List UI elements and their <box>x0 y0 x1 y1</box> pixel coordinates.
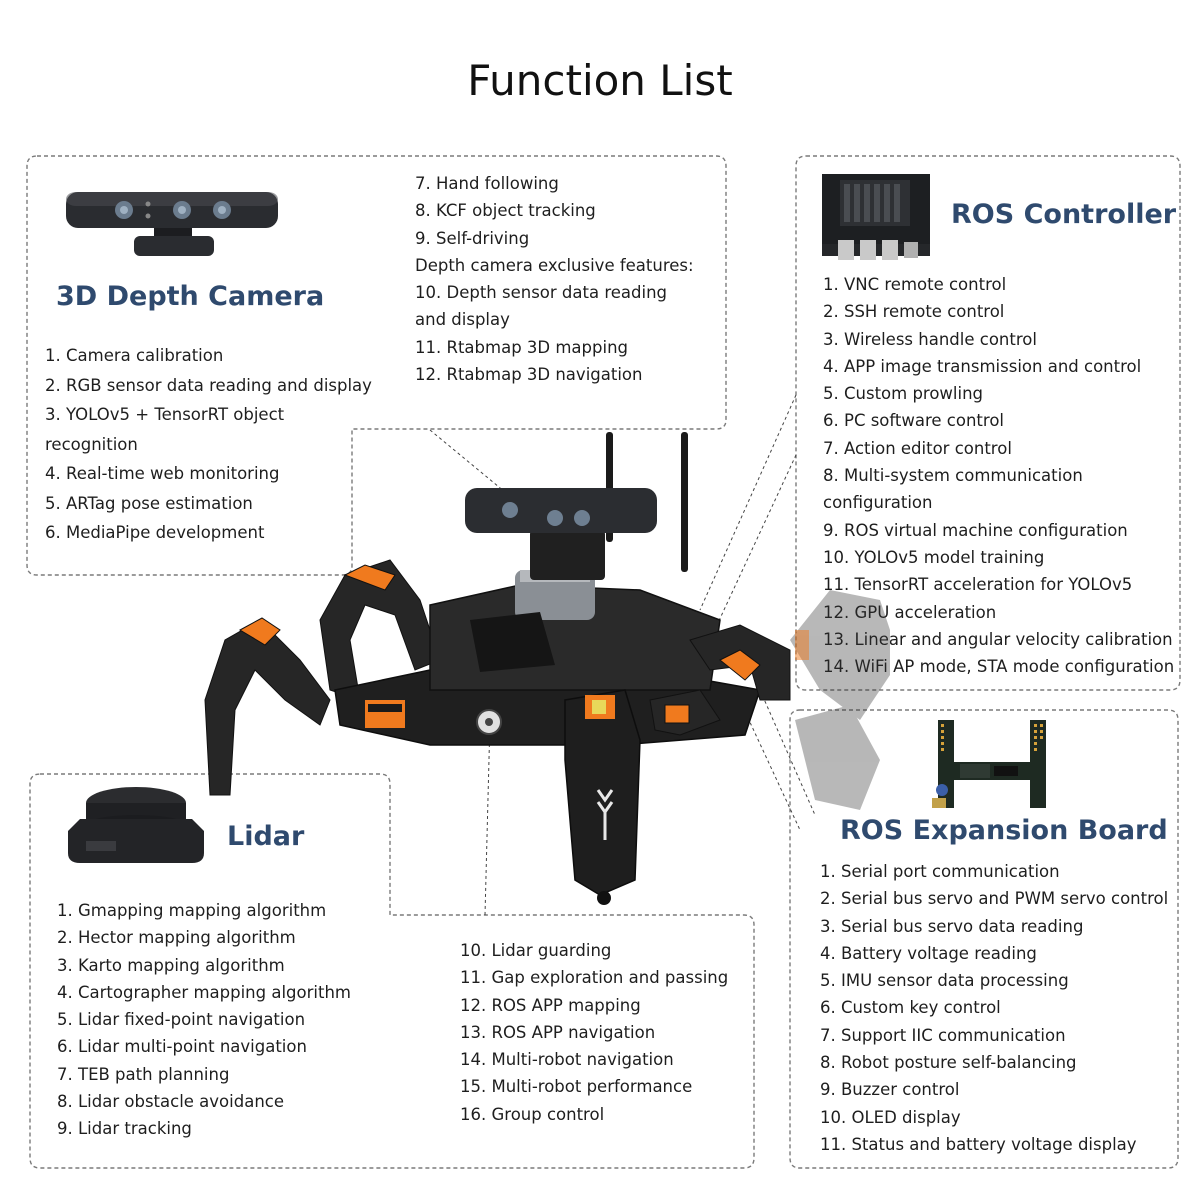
list-item: 6. MediaPipe development <box>45 523 265 542</box>
depth-camera-list-a: 1. Camera calibration 2. RGB sensor data… <box>45 341 372 548</box>
page-title: Function List <box>467 56 733 105</box>
depth-camera-panel-border <box>26 155 727 576</box>
list-item: 4. Real-time web monitoring <box>45 464 280 483</box>
list-item: 16. Group control <box>460 1104 605 1124</box>
list-item: 1. Serial port communication <box>820 862 1060 881</box>
camera-leader-line <box>429 429 506 493</box>
list-item: 10. Lidar guarding <box>460 941 612 960</box>
list-item: 2. RGB sensor data reading and display <box>45 375 372 395</box>
servo-turret <box>515 570 595 620</box>
list-item: 13. ROS APP navigation <box>460 1022 656 1042</box>
list-item: 12. GPU acceleration <box>823 602 997 622</box>
list-item: 1. Gmapping mapping algorithm <box>57 901 327 920</box>
list-item: 11. TensorRT acceleration for YOLOv5 <box>823 575 1133 595</box>
mounted-depth-camera <box>465 488 657 533</box>
list-item: 13. Linear and angular velocity calibrat… <box>823 629 1173 649</box>
list-item: 15. Multi-robot performance <box>460 1077 693 1097</box>
list-item: 4. APP image transmission and control <box>823 356 1142 376</box>
expansion-board-panel-border <box>789 709 1179 1169</box>
list-item: 3. Karto mapping algorithm <box>57 955 285 975</box>
list-item: 7. Action editor control <box>823 438 1012 458</box>
list-item: 2. Hector mapping algorithm <box>57 928 296 948</box>
lidar-panel-border <box>29 773 755 1169</box>
expansion-board-heading: ROS Expansion Board <box>840 815 1168 846</box>
list-item: 5. IMU sensor data processing <box>820 971 1069 991</box>
ros-controller-list: 1. VNC remote control 2. SSH remote cont… <box>823 271 1174 680</box>
list-item: 7. Hand following <box>415 174 559 193</box>
list-item: 3. Wireless handle control <box>823 329 1037 349</box>
list-item: 5. Custom prowling <box>823 384 984 404</box>
lidar-list-a: 1. Gmapping mapping algorithm 2. Hector … <box>57 897 351 1143</box>
list-item: 9. Self-driving <box>415 228 530 248</box>
ros-controller-heading: ROS Controller <box>951 199 1177 230</box>
list-item: 6. Custom key control <box>820 998 1001 1018</box>
list-item: 7. Support IIC communication <box>820 1025 1066 1045</box>
list-item: 11. Rtabmap 3D mapping <box>415 337 629 357</box>
lidar-list-b: 10. Lidar guarding 11. Gap exploration a… <box>460 937 728 1128</box>
list-item: 6. Lidar multi-point navigation <box>57 1037 307 1057</box>
lidar-leader-line <box>484 719 491 916</box>
list-item: 14. WiFi AP mode, STA mode configuration <box>823 657 1175 677</box>
lidar-icon <box>68 787 204 863</box>
list-item: 1. Camera calibration <box>45 346 224 365</box>
lidar-heading: Lidar <box>227 821 305 852</box>
list-item: 11. Gap exploration and passing <box>460 968 729 988</box>
list-item: Depth camera exclusive features: <box>415 255 694 275</box>
list-item: 3. Serial bus servo data reading <box>820 916 1084 936</box>
list-item: 5. Lidar fixed-point navigation <box>57 1010 306 1030</box>
list-item: 1. VNC remote control <box>823 275 1007 294</box>
list-item: 8. Lidar obstacle avoidance <box>57 1092 284 1112</box>
list-item: configuration <box>823 493 933 513</box>
list-item: 9. ROS virtual machine configuration <box>823 520 1128 540</box>
list-item: 8. Robot posture self-balancing <box>820 1053 1077 1073</box>
list-item: 14. Multi-robot navigation <box>460 1050 674 1070</box>
depth-camera-heading: 3D Depth Camera <box>56 281 325 312</box>
list-item: and display <box>415 310 510 330</box>
depth-camera-icon <box>66 192 278 256</box>
antenna-right-icon <box>681 432 688 572</box>
ros-controller-board-icon <box>822 174 930 260</box>
list-item: 6. PC software control <box>823 411 1005 431</box>
list-item: 2. SSH remote control <box>823 302 1005 322</box>
list-item: 8. KCF object tracking <box>415 201 596 221</box>
depth-camera-list-b: 7. Hand following 8. KCF object tracking… <box>415 170 694 388</box>
list-item: 4. Battery voltage reading <box>820 943 1037 963</box>
lidar-module <box>470 612 555 672</box>
list-item: 4. Cartographer mapping algorithm <box>57 982 351 1002</box>
list-item: 9. Buzzer control <box>820 1080 960 1100</box>
list-item: 2. Serial bus servo and PWM servo contro… <box>820 889 1169 909</box>
controller-leader-line-2 <box>709 454 797 641</box>
board-leader-line-2 <box>759 689 816 816</box>
list-item: 12. ROS APP mapping <box>460 995 641 1015</box>
list-item: 10. OLED display <box>820 1107 961 1127</box>
hexapod-robot-image <box>204 432 890 905</box>
list-item: 11. Status and battery voltage display <box>820 1134 1137 1154</box>
list-item: 10. Depth sensor data reading <box>415 283 667 303</box>
front-leg <box>564 689 641 896</box>
expansion-board-icon <box>932 720 1046 808</box>
ros-controller-panel-border <box>795 155 1181 691</box>
list-item: 8. Multi-system communication <box>823 466 1083 486</box>
list-item: 7. TEB path planning <box>57 1064 230 1084</box>
list-item: 5. ARTag pose estimation <box>45 493 253 513</box>
list-item: 9. Lidar tracking <box>57 1119 192 1139</box>
expansion-board-list: 1. Serial port communication 2. Serial b… <box>820 858 1168 1158</box>
list-item: 12. Rtabmap 3D navigation <box>415 365 643 385</box>
list-item: 10. YOLOv5 model training <box>823 547 1045 567</box>
list-item: 3. YOLOv5 + TensorRT object <box>45 405 285 424</box>
list-item: recognition <box>45 434 138 454</box>
